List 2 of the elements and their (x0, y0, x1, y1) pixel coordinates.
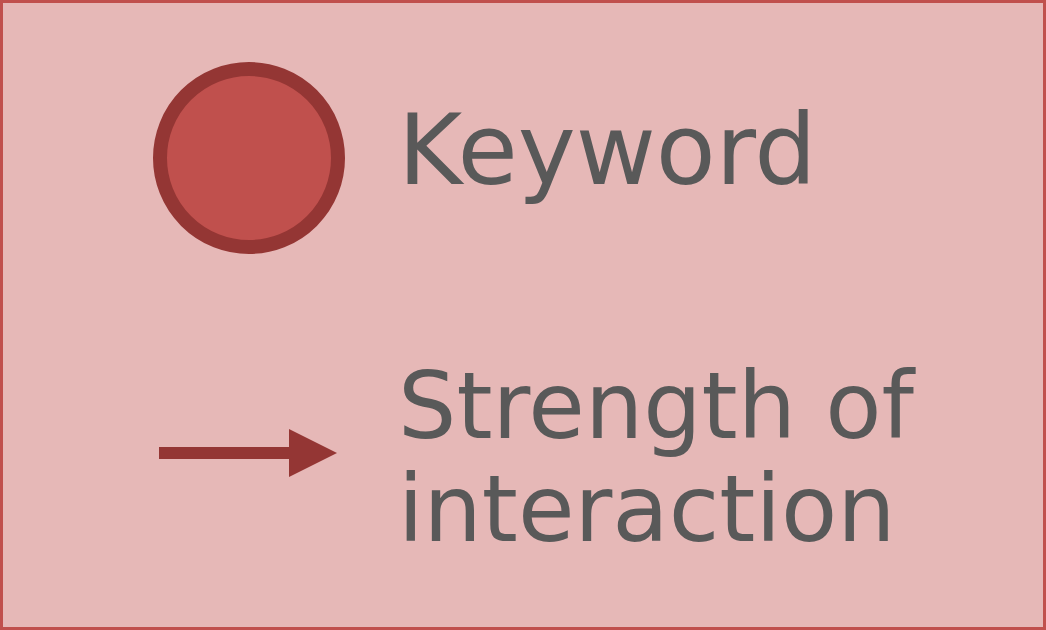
legend-label: Strength of interaction (398, 355, 917, 561)
legend-label: Keyword (398, 92, 818, 209)
